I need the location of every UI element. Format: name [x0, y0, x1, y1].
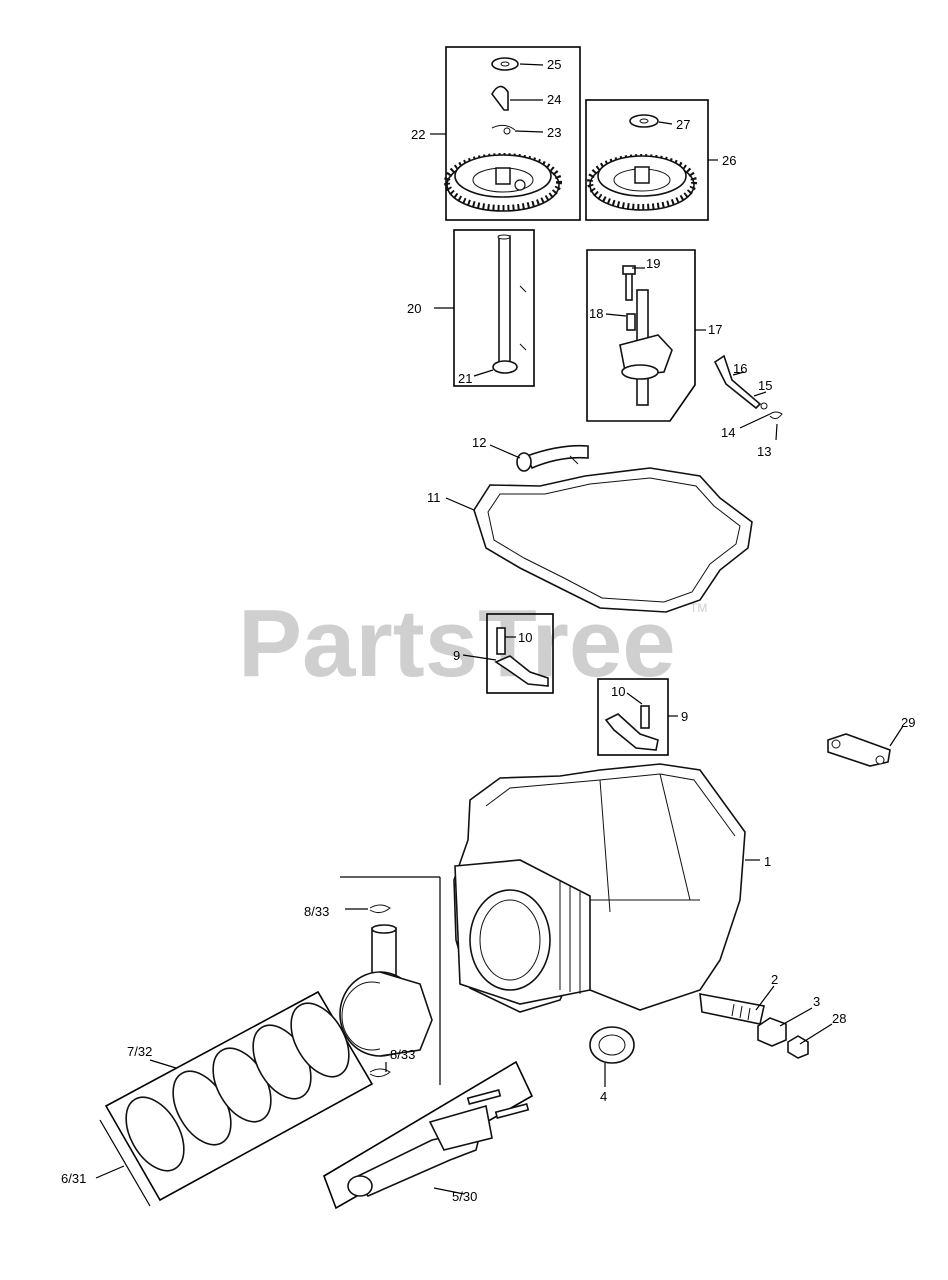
- callout-23: 23: [547, 125, 561, 140]
- washer-21[interactable]: [492, 360, 518, 374]
- ring-set-box: [104, 990, 374, 1202]
- callout-22: 22: [411, 127, 425, 142]
- cam-gear-26[interactable]: [587, 154, 697, 211]
- pin-23[interactable]: [491, 124, 516, 131]
- callout-16: 16: [733, 361, 747, 376]
- ring-set-bar: [99, 1119, 151, 1207]
- screw-19-head: [622, 265, 636, 275]
- callout-17: 17: [708, 322, 722, 337]
- cam-gear-22[interactable]: [444, 153, 562, 212]
- assembly-box-20: [453, 229, 535, 387]
- callout-1: 1: [764, 854, 771, 869]
- callout-9b: 9: [681, 709, 688, 724]
- callout-7-32: 7/32: [127, 1044, 152, 1059]
- piston[interactable]: [339, 971, 433, 1057]
- breather-tube-12[interactable]: [516, 444, 589, 472]
- callout-29: 29: [901, 715, 915, 730]
- pin-20: [519, 285, 527, 351]
- callout-28: 28: [832, 1011, 846, 1026]
- clip-8-33b[interactable]: [369, 1068, 391, 1078]
- callout-21: 21: [458, 371, 472, 386]
- oil-seal-4[interactable]: [589, 1026, 635, 1064]
- crankcase-1[interactable]: [453, 763, 746, 1013]
- callout-14: 14: [721, 425, 735, 440]
- piston-pin[interactable]: [371, 927, 397, 977]
- connecting-rod[interactable]: [347, 1088, 530, 1197]
- callout-12: 12: [472, 435, 486, 450]
- assembly-box-17: [586, 249, 696, 422]
- callout-27: 27: [676, 117, 690, 132]
- callout-10a: 10: [518, 630, 532, 645]
- callout-10b: 10: [611, 684, 625, 699]
- clip-13[interactable]: [769, 411, 783, 420]
- callout-25: 25: [547, 57, 561, 72]
- callout-6-31: 6/31: [61, 1171, 86, 1186]
- callout-8-33b: 8/33: [390, 1047, 415, 1062]
- ring-1[interactable]: [114, 1087, 196, 1180]
- callout-3: 3: [813, 994, 820, 1009]
- callout-9a: 9: [453, 648, 460, 663]
- screw-10a[interactable]: [496, 627, 506, 655]
- washer-15[interactable]: [760, 402, 768, 410]
- callout-4: 4: [600, 1089, 607, 1104]
- piston-pin-end: [371, 924, 397, 934]
- assembly-box-9b: [597, 678, 669, 756]
- bracket-9b[interactable]: [604, 713, 659, 751]
- callout-13: 13: [757, 444, 771, 459]
- fitting-2-threads: [731, 1003, 751, 1021]
- shaft-20[interactable]: [497, 234, 511, 367]
- assembly-box-9a: [486, 613, 554, 694]
- link-29[interactable]: [827, 733, 891, 767]
- callout-11: 11: [427, 490, 441, 505]
- gasket-11[interactable]: [473, 467, 753, 613]
- ring-5[interactable]: [279, 993, 361, 1086]
- connecting-rod-box: [323, 1060, 534, 1210]
- callout-5-30: 5/30: [452, 1189, 477, 1204]
- callout-26: 26: [722, 153, 736, 168]
- spring-24[interactable]: [491, 85, 509, 111]
- callout-24: 24: [547, 92, 561, 107]
- bracket-9a[interactable]: [494, 655, 549, 687]
- callout-19: 19: [646, 256, 660, 271]
- callout-18: 18: [589, 306, 603, 321]
- cap-3[interactable]: [757, 1017, 787, 1047]
- callout-20: 20: [407, 301, 421, 316]
- governor-17[interactable]: [619, 289, 673, 406]
- lever-16[interactable]: [713, 354, 762, 410]
- callout-2: 2: [771, 972, 778, 987]
- screw-19[interactable]: [625, 271, 633, 301]
- watermark-trademark: TM: [690, 601, 707, 615]
- screw-10b[interactable]: [640, 705, 650, 729]
- fitting-2[interactable]: [699, 993, 765, 1025]
- plug-28[interactable]: [787, 1035, 809, 1059]
- callout-8-33a: 8/33: [304, 904, 329, 919]
- leader-lines: [95, 63, 904, 1195]
- callout-15: 15: [758, 378, 772, 393]
- pin-18[interactable]: [626, 313, 636, 331]
- clip-8-33a[interactable]: [369, 904, 391, 914]
